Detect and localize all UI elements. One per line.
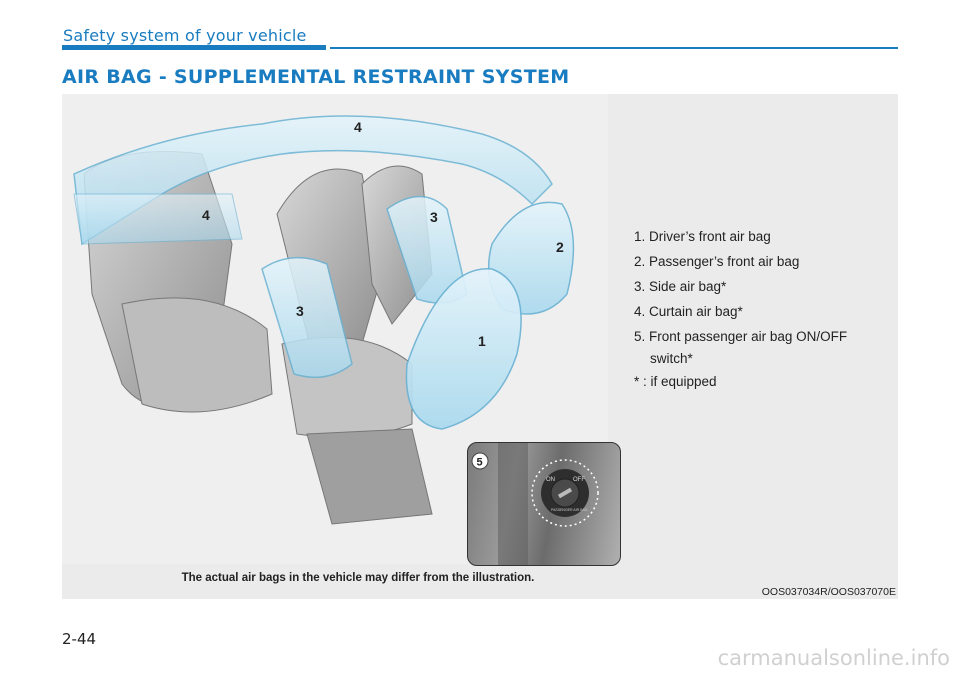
driver-front-airbag [405, 268, 522, 430]
switch-on-label: ON [546, 477, 555, 483]
airbag-illustration: 4 4 3 3 2 1 [62, 94, 608, 564]
switch-subtitle: PASSENGER AIR BAG [551, 508, 588, 512]
legend-item-2: 2. Passenger’s front air bag [634, 254, 800, 269]
callout-3-left: 3 [296, 303, 304, 319]
curtain-airbag [73, 115, 553, 246]
page-number: 2-44 [62, 630, 97, 648]
header-rule [330, 47, 898, 49]
side-airbag-rear [386, 195, 468, 304]
figure-reference-code: OOS037034R/OOS037070E [761, 586, 896, 598]
legend-item-1: 1. Driver’s front air bag [634, 229, 771, 244]
airbag-switch-illustration: 5 ON OFF PASSENGER AIR BAG [471, 443, 599, 565]
airbag-diagram: 4 4 3 3 2 1 [73, 115, 575, 525]
figure: 4 4 3 3 2 1 1. Driver’s front air bag 2.… [62, 94, 898, 599]
legend-footnote: * : if equipped [634, 374, 717, 389]
page-title: AIR BAG - SUPPLEMENTAL RESTRAINT SYSTEM [62, 66, 570, 88]
callout-2: 2 [556, 239, 564, 255]
header-rule-accent [62, 45, 326, 50]
watermark: carmanualsonline.info [717, 646, 950, 670]
legend: 1. Driver’s front air bag 2. Passenger’s… [634, 224, 884, 394]
airbag-switch-inset: 5 ON OFF PASSENGER AIR BAG [467, 442, 621, 566]
callout-1: 1 [478, 333, 486, 349]
callout-5: 5 [477, 457, 483, 469]
callout-4-left: 4 [202, 207, 210, 223]
legend-item-3: 3. Side air bag* [634, 279, 727, 294]
side-airbag-front [261, 256, 353, 379]
legend-item-4: 4. Curtain air bag* [634, 304, 743, 319]
callout-3-right: 3 [430, 209, 438, 225]
section-header: Safety system of your vehicle [63, 26, 307, 45]
switch-off-label: OFF [573, 477, 585, 483]
figure-caption: The actual air bags in the vehicle may d… [181, 572, 535, 584]
callout-4-top: 4 [354, 119, 362, 135]
front-passenger-seat [276, 168, 433, 525]
